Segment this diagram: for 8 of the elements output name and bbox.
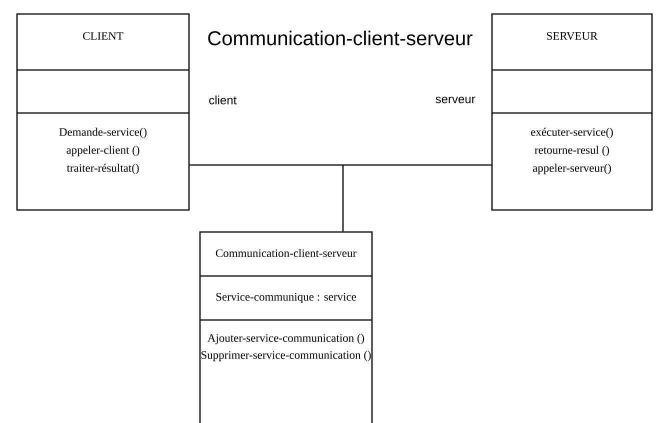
role-name: serveur bbox=[436, 96, 476, 104]
role-name: client bbox=[209, 96, 237, 104]
class-box: CLIENT Demande-service() appeler-client () traiter-résultat() bbox=[16, 13, 190, 211]
class-box: Communication-client-serveur Service-communique : service Ajouter-service-communication () Supprimer-service-communication () bbox=[199, 231, 373, 423]
association-class-line bbox=[342, 165, 344, 232]
association-line bbox=[190, 164, 492, 166]
association-name: Communication-client-serveur bbox=[208, 30, 472, 46]
class-box: SERVEUR exécuter-service() retourne-resul () appeler-serveur() bbox=[491, 13, 653, 211]
